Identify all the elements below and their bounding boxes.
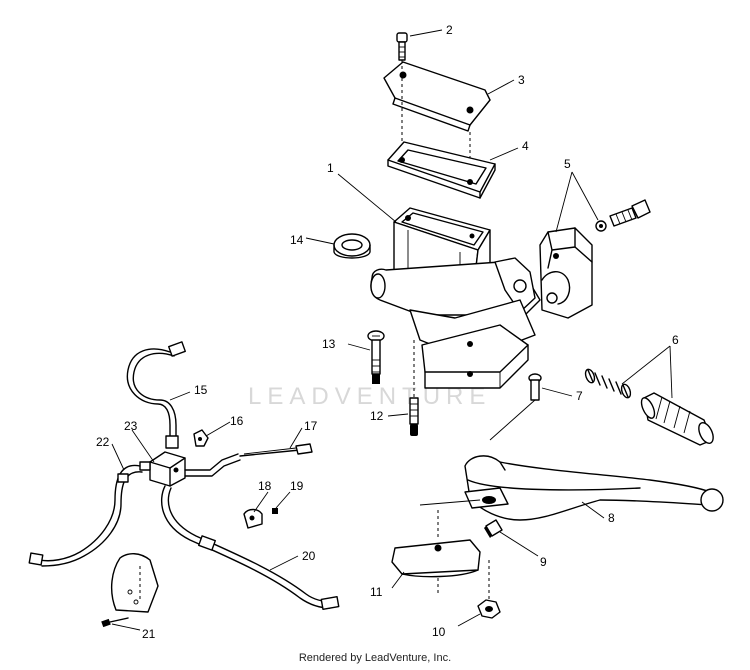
callout-14: 14 (290, 233, 304, 247)
callout-9: 9 (540, 555, 547, 569)
callout-6: 6 (672, 333, 679, 347)
clamp-screw (595, 199, 651, 232)
piston-spring (584, 368, 632, 399)
brake-hose-upper (126, 341, 186, 449)
callout-16: 16 (230, 414, 244, 428)
clamp-bolt (367, 330, 385, 384)
brake-pipe (184, 443, 313, 477)
mounting-stud (409, 340, 419, 436)
watermark-text: LEADVENTURE (248, 383, 491, 410)
brake-junction-block (139, 451, 186, 487)
callout-10: 10 (432, 625, 446, 639)
piston-assembly (640, 392, 714, 446)
brake-lever (464, 455, 724, 521)
callout-3: 3 (518, 73, 525, 87)
callout-15: 15 (194, 383, 208, 397)
callout-7: 7 (576, 389, 583, 403)
caliper-outline (110, 553, 159, 613)
brake-hose-left (28, 464, 143, 567)
callout-4: 4 (522, 139, 529, 153)
piston-boot (333, 233, 371, 259)
callout-5: 5 (564, 157, 571, 171)
reservoir-cover (383, 61, 491, 132)
reservoir-gasket (387, 141, 496, 199)
leader-lines (111, 29, 673, 631)
callout-13: 13 (322, 337, 336, 351)
bleeder-screw (101, 617, 129, 628)
callout-12: 12 (370, 409, 384, 423)
switch-screw (272, 508, 278, 514)
brake-hose-lower (161, 485, 340, 611)
callout-11: 11 (370, 585, 383, 599)
callout-1: 1 (327, 161, 334, 175)
brake-switch (243, 508, 263, 529)
callout-18: 18 (258, 479, 272, 493)
pivot-bolt (489, 373, 542, 441)
callout-22: 22 (96, 435, 110, 449)
lever-bushing (484, 519, 503, 538)
callout-21: 21 (142, 627, 156, 641)
footer-credit: Rendered by LeadVenture, Inc. (298, 652, 452, 664)
callout-17: 17 (304, 419, 318, 433)
cap-screw (396, 32, 408, 61)
callout-8: 8 (608, 511, 615, 525)
callout-23: 23 (124, 419, 138, 433)
callout-20: 20 (302, 549, 316, 563)
master-cylinder-body (370, 207, 541, 389)
pivot-nut (477, 560, 501, 619)
callout-19: 19 (290, 479, 304, 493)
brake-banjo-bolt (193, 429, 209, 447)
handlebar-clamp (539, 227, 593, 319)
callout-2: 2 (446, 23, 453, 37)
lever-guard (391, 510, 481, 595)
